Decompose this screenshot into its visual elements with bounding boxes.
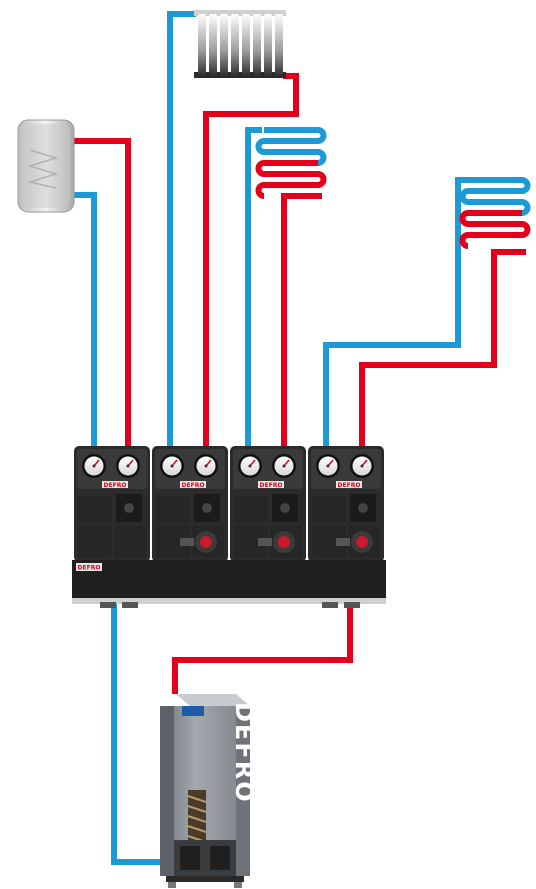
module-logo: DEFRO <box>260 482 283 489</box>
coil-loop <box>459 210 522 227</box>
pump-group-module-2: DEFRO <box>152 446 228 562</box>
floor-heating-coil-1-icon <box>255 127 327 199</box>
supply-pipe-radiator <box>203 73 299 452</box>
coil-loop <box>255 182 318 199</box>
module-logo: DEFRO <box>104 482 127 489</box>
coil-loop <box>468 221 531 238</box>
pump-group-module-1: DEFRO <box>74 446 150 562</box>
water-tank-icon <box>17 119 75 213</box>
coil-loop <box>255 138 318 155</box>
return-pipe-radiator <box>167 11 196 452</box>
pellet-boiler-icon: DEFRO <box>160 694 258 888</box>
coil-loop <box>264 127 327 144</box>
supply-pipe-coil-1 <box>281 193 322 452</box>
floor-heating-coil-2-icon <box>459 177 531 249</box>
coil-loop <box>468 199 531 216</box>
radiator-icon <box>194 10 286 78</box>
coil-loop <box>468 177 531 194</box>
radiator-fin <box>198 14 206 76</box>
radiator-fin <box>231 14 239 76</box>
coil-loop <box>264 171 327 188</box>
coil-loop <box>255 160 318 177</box>
radiator-fin <box>275 14 283 76</box>
coil-loop <box>459 232 522 249</box>
return-pipe-boiler <box>111 602 170 865</box>
radiator-fin <box>264 14 272 76</box>
radiator-fin <box>220 14 228 76</box>
radiator-fin <box>242 14 250 76</box>
module-logo: DEFRO <box>182 482 205 489</box>
coil-loop <box>459 188 522 205</box>
return-pipe-coil-1 <box>245 127 262 452</box>
return-pipe-coil-2 <box>323 177 468 452</box>
boiler-logo: DEFRO <box>230 702 258 804</box>
return-pipe-tank <box>74 192 97 452</box>
pump-group-module-4: DEFRO <box>308 446 384 562</box>
coil-loop <box>264 149 327 166</box>
manifold: DEFRO <box>72 560 386 608</box>
radiator-fin <box>253 14 261 76</box>
supply-pipe-tank <box>74 138 131 452</box>
radiator-fin <box>209 14 217 76</box>
supply-pipe-boiler <box>172 602 353 694</box>
manifold-label: DEFRO <box>78 565 101 572</box>
supply-pipe-coil-2 <box>359 249 526 452</box>
module-logo: DEFRO <box>338 482 361 489</box>
pump-group-module-3: DEFRO <box>230 446 306 562</box>
